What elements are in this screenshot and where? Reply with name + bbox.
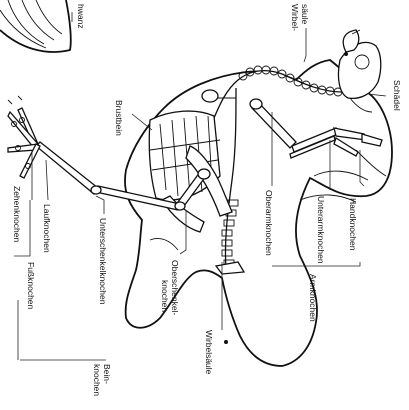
label-zehenknochen: Zehenknochen (12, 186, 22, 243)
label-laufknochen: Laufknochen (42, 204, 52, 253)
label-beinknochen-2: knochen (92, 364, 102, 396)
label-oberarmknochen: Oberarmknochen (264, 190, 274, 256)
label-schaedel: Schädel (392, 80, 402, 111)
ribcage-drawing (149, 111, 232, 232)
label-wirbelsaeule-bottom: Wirbelsäule (204, 330, 214, 375)
wing-bones-drawing (250, 99, 382, 158)
label-beinknochen-1: Bein- (102, 364, 112, 384)
label-wirbelsaeule-top-2: säule (300, 4, 310, 25)
label-fussknochen: Fußknochen (26, 262, 36, 310)
label-wirbelsaeule-top-1: Wirbel- (290, 4, 300, 31)
label-unterarmknochen: Unterarmknochen (316, 196, 326, 264)
label-schwanz: hwanz (76, 4, 86, 29)
label-unterschenkelknochen: Unterschenkelknochen (98, 218, 108, 305)
tail-feathers-drawing (0, 0, 71, 52)
label-armknochen: Armknochen (308, 274, 318, 322)
label-brustbein: Brustbein (114, 100, 124, 136)
label-oberschenkelknochen-1: Oberschenkel- (170, 260, 180, 315)
label-oberschenkelknochen-2: knochen (160, 280, 170, 312)
label-handknochen: Handknochen (348, 198, 358, 251)
